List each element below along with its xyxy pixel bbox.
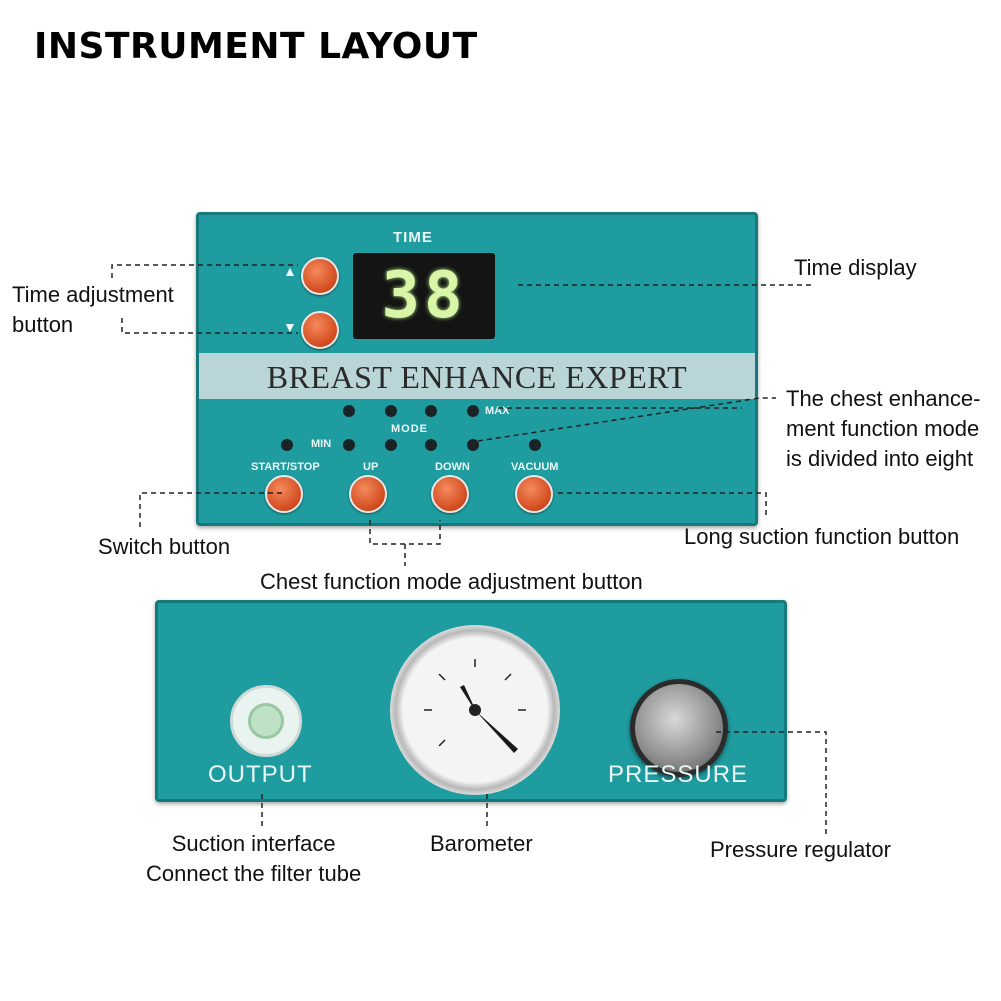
time-up-button[interactable] — [301, 257, 339, 295]
pressure-knob[interactable] — [630, 679, 728, 777]
mode-led — [343, 439, 355, 451]
callout-suction-interface: Suction interface Connect the filter tub… — [146, 829, 361, 889]
mode-led — [467, 405, 479, 417]
up-arrow-icon: ▲ — [283, 263, 297, 279]
start-stop-button[interactable] — [265, 475, 303, 513]
page-title: INSTRUMENT LAYOUT — [34, 26, 478, 67]
callout-long-suction: Long suction function button — [684, 524, 960, 549]
mode-down-button[interactable] — [431, 475, 469, 513]
output-label: OUTPUT — [208, 761, 313, 788]
mode-led — [281, 439, 293, 451]
connection-panel: OUTPUT PRESSURE — [155, 600, 787, 802]
min-label: MIN — [311, 438, 332, 450]
start-stop-label: START/STOP — [251, 461, 320, 473]
mode-led — [425, 405, 437, 417]
time-down-button[interactable] — [301, 311, 339, 349]
pressure-label: PRESSURE — [608, 761, 749, 788]
down-arrow-icon: ▼ — [283, 319, 297, 335]
callout-suction-line2: Connect the filter tube — [146, 861, 362, 886]
mode-led — [425, 439, 437, 451]
vacuum-button[interactable] — [515, 475, 553, 513]
callout-time-display: Time display — [794, 255, 917, 280]
vacuum-led — [529, 439, 541, 451]
barometer-gauge — [390, 625, 560, 795]
callout-barometer: Barometer — [430, 831, 533, 856]
callout-time-adjustment-line1: Time adjustment — [12, 282, 174, 307]
time-label: TIME — [393, 229, 433, 246]
callout-pressure-regulator: Pressure regulator — [710, 837, 891, 862]
callout-time-adjustment-line2: button — [12, 312, 74, 337]
up-label: UP — [363, 461, 379, 473]
down-label: DOWN — [435, 461, 470, 473]
brand-name: BREAST ENHANCE EXPERT — [266, 359, 688, 395]
gauge-face — [424, 659, 526, 753]
mode-led — [385, 405, 397, 417]
callout-mode-line1: The chest enhance- — [786, 386, 981, 411]
callout-suction-line1: Suction interface — [171, 831, 336, 856]
callout-mode-line2: ment function mode — [786, 416, 980, 441]
callout-switch-button: Switch button — [98, 534, 231, 559]
callout-mode-line3: is divided into eight — [786, 446, 974, 471]
mode-label: MODE — [391, 423, 428, 435]
callout-mode-description: The chest enhance- ment function mode is… — [786, 384, 980, 474]
mode-up-button[interactable] — [349, 475, 387, 513]
callout-mode-adjustment: Chest function mode adjustment button — [260, 569, 643, 594]
time-display: 38 — [353, 253, 495, 339]
mode-led — [385, 439, 397, 451]
mode-led — [343, 405, 355, 417]
mode-led — [467, 439, 479, 451]
callout-time-adjustment: Time adjustment button — [12, 280, 174, 340]
time-display-value: 38 — [381, 259, 467, 333]
brand-band — [199, 353, 755, 399]
output-port-inner — [248, 703, 284, 739]
vacuum-label: VACUUM — [511, 461, 559, 473]
max-label: MAX — [485, 405, 510, 417]
